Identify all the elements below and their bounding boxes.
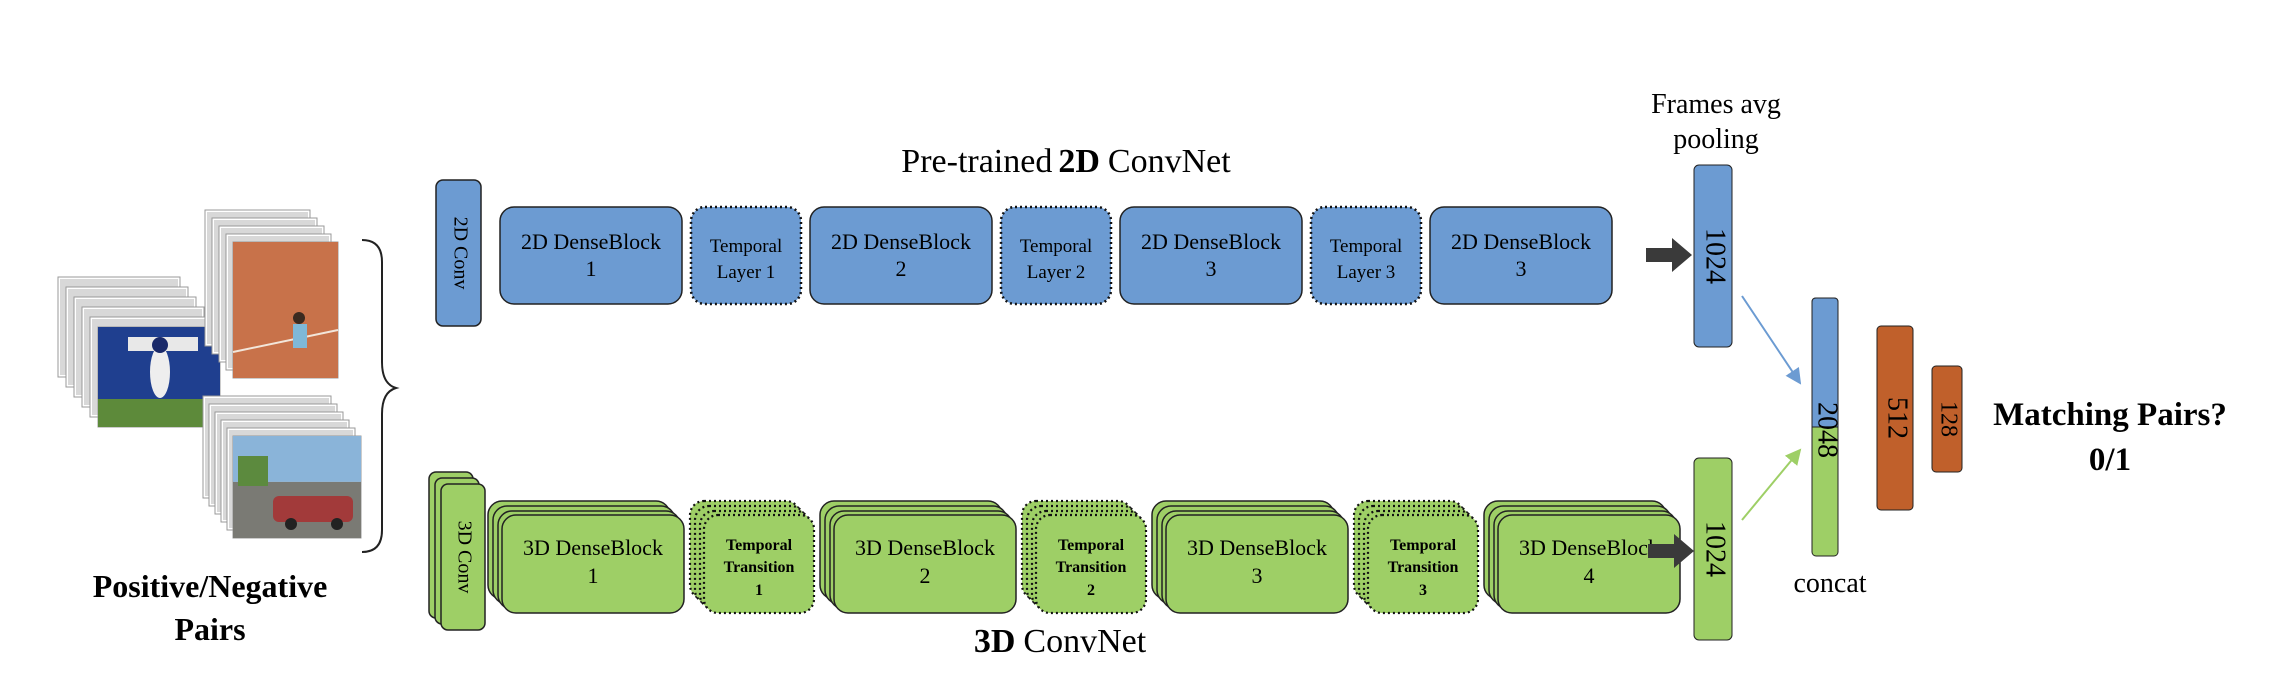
dense-block-2d-index: 1: [586, 256, 597, 281]
arrow-2d-to-concat: [1741, 295, 1802, 385]
conv-2d-label: 2D Conv: [449, 217, 471, 290]
temporal-layer-2d-label: Temporal: [1020, 236, 1093, 257]
branch-3d-title-bold: 3D: [974, 623, 1016, 660]
concat-size: 2048: [1812, 402, 1843, 458]
output-line1: Matching Pairs?: [1993, 397, 2227, 433]
input-caption-line2: Pairs: [174, 611, 245, 647]
dense-block-2d-index: 3: [1206, 256, 1217, 281]
temporal-transition-3d-label2: Transition: [1056, 559, 1127, 576]
dense-block-3d-label: 3D DenseBlock: [855, 535, 995, 560]
football-player-frames: [57, 276, 221, 428]
branch-2d-title-prefix: Pre-trained: [901, 143, 1052, 180]
dense-block-3d: 3D DenseBlock 2: [819, 500, 1017, 614]
dense-block-3d: 3D DenseBlock 3: [1151, 500, 1349, 614]
arrow-3d-to-concat: [1741, 448, 1802, 521]
dense-block-3d-index: 1: [588, 563, 599, 588]
dense-block-2d-index: 3: [1516, 256, 1527, 281]
temporal-transition-3d-label: Temporal: [1390, 537, 1457, 554]
branch-2d-title-suffix: ConvNet: [1108, 143, 1231, 180]
feature-3d: 1024: [1693, 457, 1733, 641]
arrow-2d-to-pool: [1646, 238, 1692, 272]
dense-block-3d-index: 3: [1252, 563, 1263, 588]
dense-block-3d: 3D DenseBlock 4: [1483, 500, 1681, 614]
temporal-transition-3d-label: Temporal: [726, 537, 793, 554]
feature-2d-size: 1024: [1700, 228, 1731, 284]
fc-128-size: 128: [1935, 401, 1961, 437]
feature-2d: 1024: [1693, 164, 1733, 348]
conv-2d-layer: 2D Conv: [435, 179, 482, 327]
fc-512-size: 512: [1882, 397, 1913, 439]
concat-vector: 2048: [1811, 297, 1843, 557]
temporal-transition-3d-label2: Transition: [724, 559, 795, 576]
dense-block-3d: 3D DenseBlock 1: [487, 500, 685, 614]
temporal-transition-3d-label: Temporal: [1058, 537, 1125, 554]
dense-block-2d-index: 2: [896, 256, 907, 281]
fc-512: 512: [1876, 325, 1914, 511]
dense-block-2d-label: 2D DenseBlock: [831, 229, 971, 254]
dense-block-2d-label: 2D DenseBlock: [1141, 229, 1281, 254]
temporal-transition-3d-label2: Transition: [1388, 559, 1459, 576]
dense-block-3d-index: 2: [920, 563, 931, 588]
temporal-layer-2d-index: Layer 2: [1027, 262, 1086, 283]
temporal-transition-3d-index: 2: [1087, 582, 1095, 599]
dense-block-2d-label: 2D DenseBlock: [1451, 229, 1591, 254]
street-car-frames: [202, 395, 362, 539]
input-images: [57, 209, 362, 539]
conv-3d-layer: 3D Conv: [428, 471, 486, 631]
branch-3d-title-suffix: ConvNet: [1023, 623, 1146, 660]
arrow-3d-to-pool: [1648, 534, 1694, 568]
temporal-layer-2d-index: Layer 3: [1337, 262, 1396, 283]
temporal-layer-2d-index: Layer 1: [717, 262, 776, 283]
temporal-layer-2d-label: Temporal: [1330, 236, 1403, 257]
temporal-transition-3d-index: 3: [1419, 582, 1427, 599]
dense-block-3d-label: 3D DenseBlock: [523, 535, 663, 560]
dense-block-3d-label: 3D DenseBlock: [1187, 535, 1327, 560]
input-caption-line1: Positive/Negative: [93, 568, 328, 604]
input-brace: [361, 239, 400, 553]
output-line2: 0/1: [2089, 442, 2131, 478]
dense-block-3d-index: 4: [1584, 563, 1595, 588]
tennis-player-frames: [204, 209, 339, 379]
temporal-transition-3d-index: 1: [755, 582, 763, 599]
fc-128: 128: [1931, 365, 1963, 473]
dense-block-3d-label: 3D DenseBlock: [1519, 535, 1659, 560]
branch-2d-title-bold: 2D: [1058, 143, 1100, 180]
feature-3d-size: 1024: [1700, 521, 1731, 577]
temporal-layer-2d-label: Temporal: [710, 236, 783, 257]
concat-label: concat: [1793, 568, 1866, 599]
conv-3d-label: 3D Conv: [453, 521, 475, 594]
pool-label-line1: Frames avg: [1651, 89, 1781, 120]
dense-block-2d-label: 2D DenseBlock: [521, 229, 661, 254]
pool-label-line2: pooling: [1673, 124, 1759, 155]
